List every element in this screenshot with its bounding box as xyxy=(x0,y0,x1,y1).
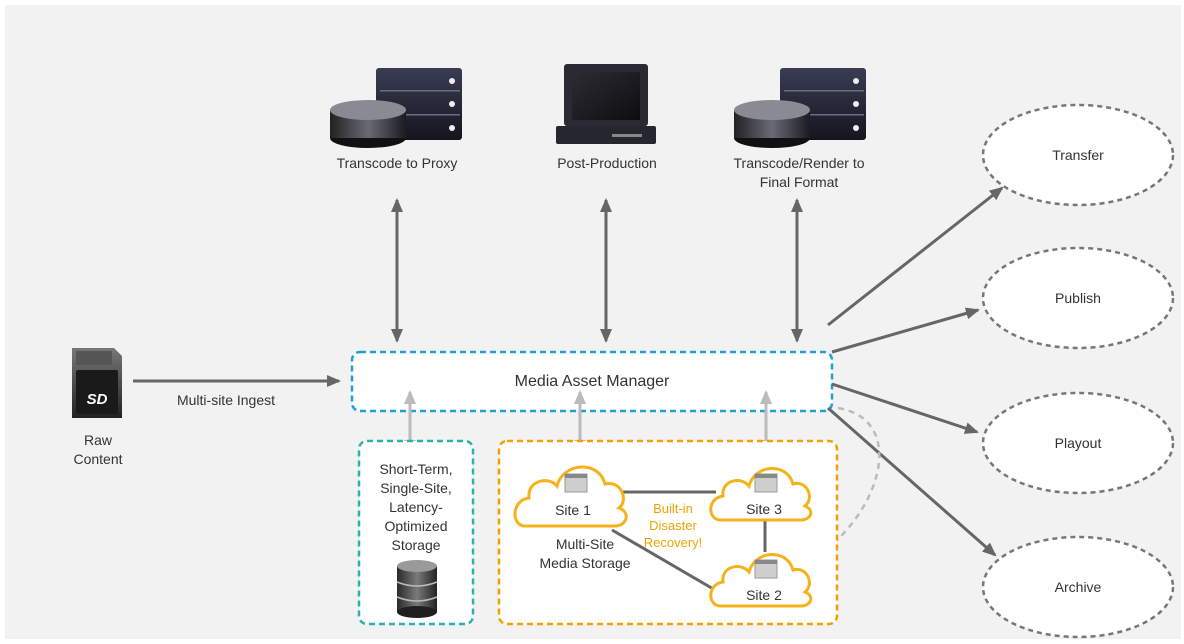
short-term-label-line3: Latency- xyxy=(389,499,443,515)
raw-content-label-line2: Content xyxy=(73,451,123,467)
ingest-label: Multi-site Ingest xyxy=(176,392,276,408)
short-term-label-line1: Short-Term, xyxy=(379,461,453,477)
media-asset-manager-label: Media Asset Manager xyxy=(514,373,670,390)
svg-text:SD: SD xyxy=(87,391,108,408)
short-term-storage-box xyxy=(357,439,475,626)
recovery-label-line2: Disaster xyxy=(649,518,697,533)
playout-label: Playout xyxy=(1054,435,1102,451)
archive-ellipse xyxy=(981,535,1175,639)
archive-arrow xyxy=(827,406,997,557)
short-term-label-line2: Single-Site, xyxy=(380,480,452,496)
playout-arrow xyxy=(831,382,979,434)
site1-label: Site 1 xyxy=(555,502,591,518)
raw-content-label-line1: Raw xyxy=(83,432,113,448)
media-asset-manager-box xyxy=(350,350,834,413)
post-production-label: Post-Production xyxy=(557,155,657,171)
site1-cloud xyxy=(513,465,628,528)
multi-site-label-line2: Media Storage xyxy=(539,555,631,571)
transcode-render-label-line1: Transcode/Render to xyxy=(733,155,865,171)
publish-label: Publish xyxy=(1055,290,1101,306)
computer-icon xyxy=(556,64,656,144)
site3-cloud xyxy=(709,467,813,522)
transfer-arrow xyxy=(827,186,1004,327)
recovery-label-line1: Built-in xyxy=(653,501,693,516)
database-icon xyxy=(396,560,438,618)
server-icon xyxy=(330,68,462,148)
recovery-curve-arrow xyxy=(806,406,881,564)
site1-site2-link xyxy=(611,528,716,592)
recovery-label-line3: Recovery! xyxy=(643,535,703,550)
playout-ellipse xyxy=(981,391,1175,495)
transfer-ellipse xyxy=(981,103,1175,207)
site3-label: Site 3 xyxy=(746,501,782,517)
archive-label: Archive xyxy=(1054,579,1102,595)
publish-arrow xyxy=(831,307,980,354)
transfer-label: Transfer xyxy=(1052,147,1104,163)
multi-site-label-line1: Multi-Site xyxy=(555,536,615,552)
short-term-label-line4: Optimized xyxy=(384,518,448,534)
transcode-proxy-label: Transcode to Proxy xyxy=(336,155,458,171)
site2-cloud xyxy=(709,553,813,608)
site2-label: Site 2 xyxy=(746,587,782,603)
server-icon xyxy=(734,68,866,148)
publish-ellipse xyxy=(981,246,1175,350)
short-term-label-line5: Storage xyxy=(391,537,441,553)
transcode-render-label-line2: Final Format xyxy=(759,174,839,190)
sd-card-icon: SD xyxy=(72,348,122,418)
